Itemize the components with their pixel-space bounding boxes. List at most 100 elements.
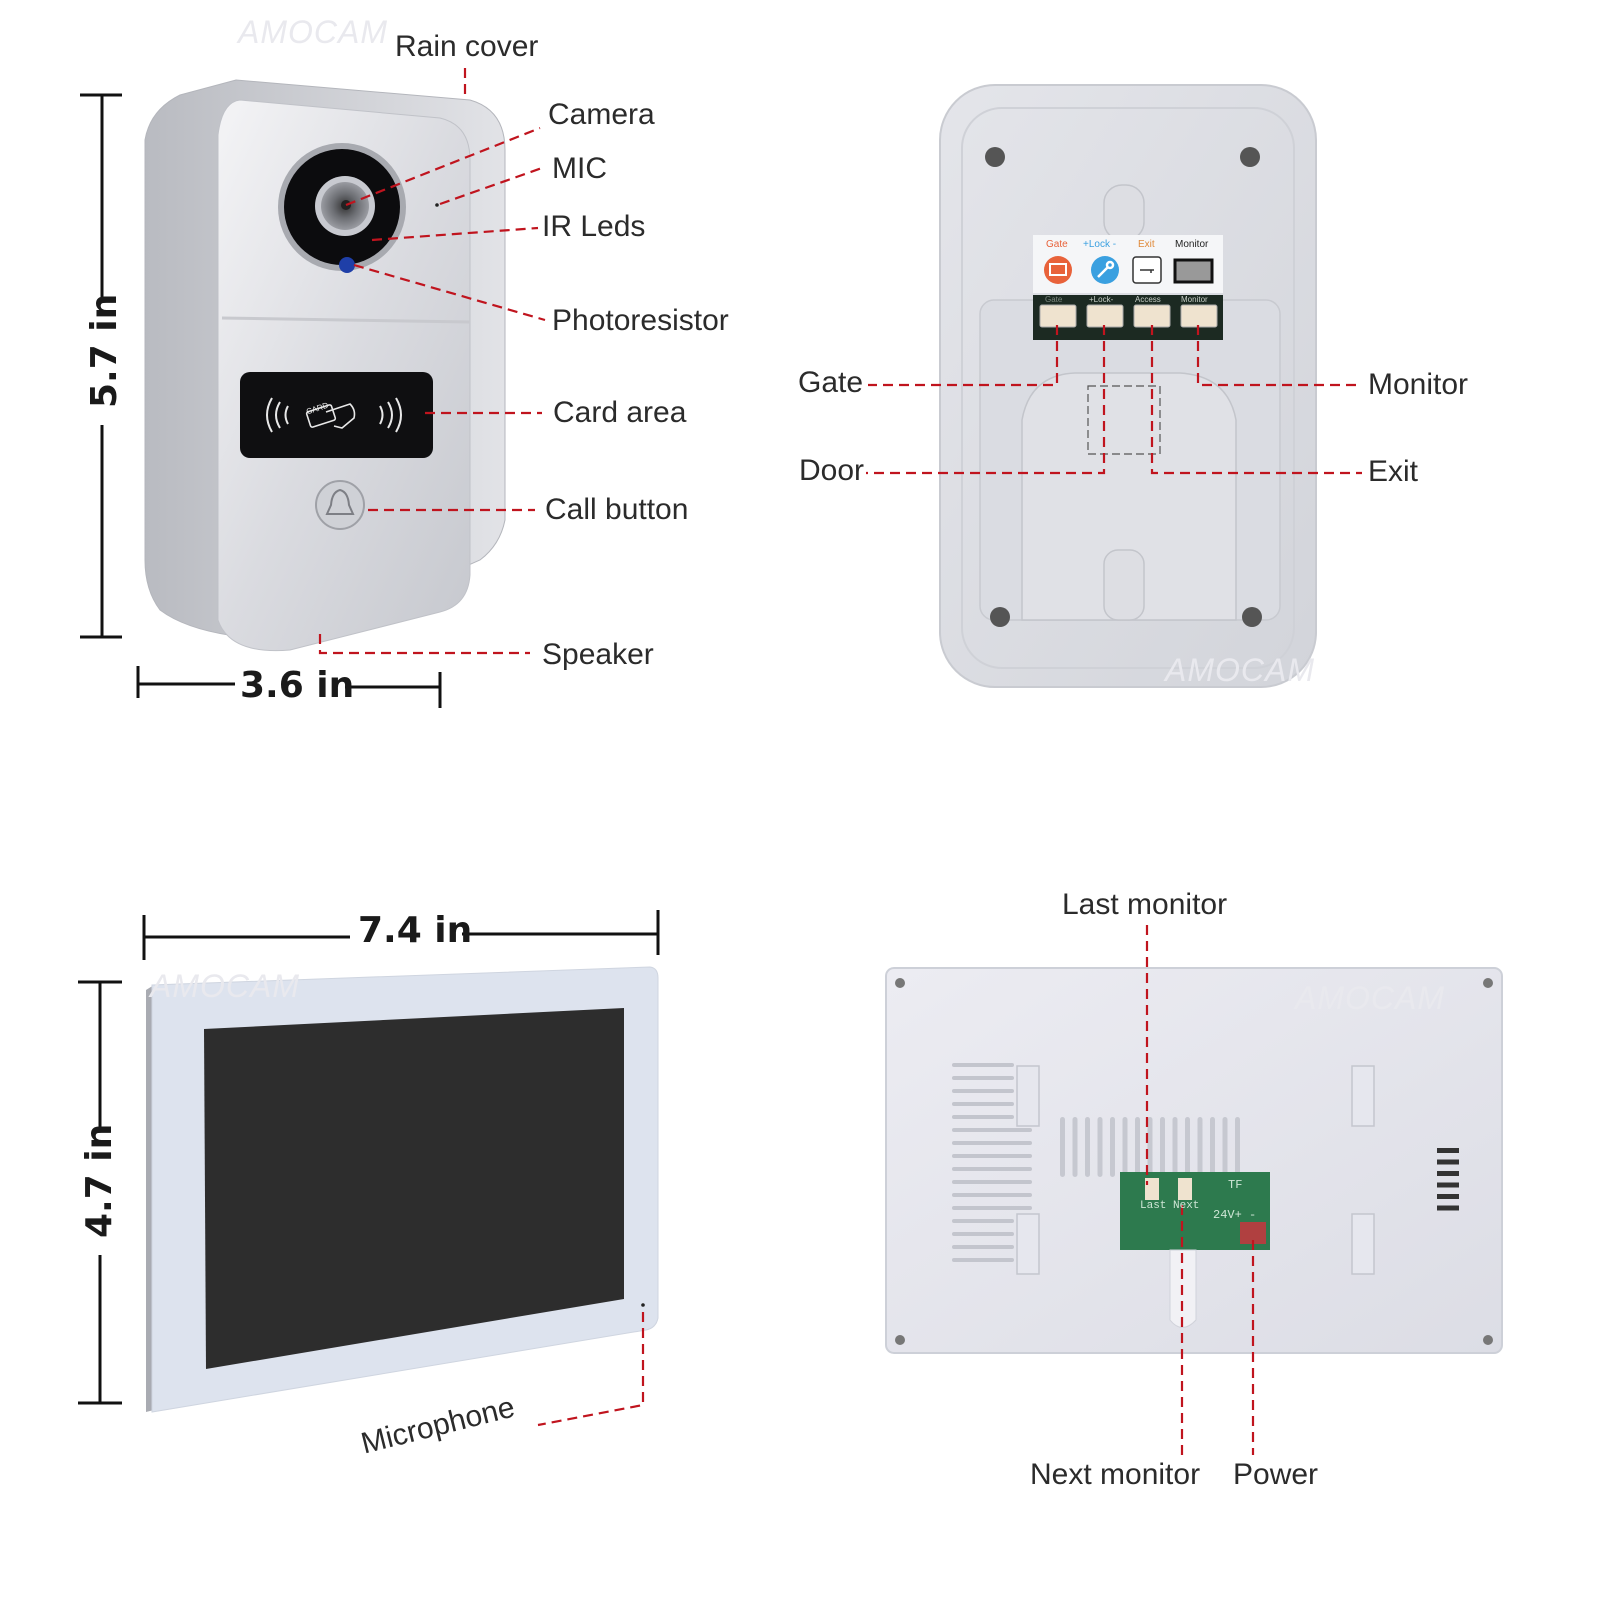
vent-slot xyxy=(952,1167,1032,1171)
dimension-height-doorbell: 5.7 in xyxy=(84,293,125,408)
leader-ir-leds xyxy=(371,226,539,242)
leader-monitor xyxy=(1196,325,1362,387)
mount-clips xyxy=(1016,1065,1375,1275)
connector-access xyxy=(1133,304,1171,328)
monitor-back-shell xyxy=(885,967,1503,1354)
vent-slot xyxy=(1147,1117,1153,1177)
vent-slot xyxy=(1185,1117,1190,1177)
leader-speaker xyxy=(318,634,530,655)
dimension-width-monitor: 7.4 in xyxy=(358,910,473,951)
vent-slot xyxy=(952,1141,1032,1145)
watermark: AMOCAM xyxy=(1295,980,1445,1016)
vent-slot xyxy=(1210,1117,1215,1177)
vent-slot xyxy=(952,1076,1014,1080)
connector-monitor xyxy=(1180,304,1218,328)
connector-gate xyxy=(1039,304,1077,328)
center-vent-slots xyxy=(1060,1117,1240,1177)
microphone-hole xyxy=(641,1303,645,1307)
vent-slot xyxy=(952,1115,1014,1119)
vent-slot xyxy=(952,1089,1014,1093)
vent-slot xyxy=(1222,1117,1228,1177)
connector-next xyxy=(1178,1178,1192,1200)
screw-icon xyxy=(1240,147,1260,167)
leader-door xyxy=(866,325,1106,475)
screw-icon xyxy=(1242,607,1262,627)
doorbell-front-illustration xyxy=(144,79,506,652)
gate-icon xyxy=(1044,256,1072,284)
legend-gate: Gate xyxy=(1046,239,1068,250)
connector-lock xyxy=(1086,304,1124,328)
doorbell-back-illustration xyxy=(939,84,1317,688)
pcb-label-monitor: Monitor xyxy=(1181,295,1208,304)
label-gate: Gate xyxy=(798,366,864,399)
terminal-connectors xyxy=(1039,304,1218,328)
dimension-height-monitor: 4.7 in xyxy=(79,1123,120,1238)
vent-slot xyxy=(952,1245,1014,1249)
leader-mic xyxy=(439,166,543,206)
monitor-icon xyxy=(1173,258,1214,284)
pcb-text-next: Next xyxy=(1173,1200,1200,1212)
label-power: Power xyxy=(1233,1458,1319,1491)
vent-slot xyxy=(952,1258,1014,1262)
leader-microphone xyxy=(537,1312,645,1427)
speaker-slot xyxy=(1437,1182,1459,1188)
bell-icon xyxy=(325,488,355,515)
pcb-text-last: Last xyxy=(1140,1200,1167,1212)
call-button xyxy=(315,480,365,530)
dimension-width-doorbell: 3.6 in xyxy=(240,665,355,706)
vent-slot xyxy=(952,1154,1032,1158)
watermark: AMOCAM xyxy=(150,968,300,1004)
label-rain-cover: Rain cover xyxy=(395,30,539,63)
vent-slot xyxy=(952,1193,1032,1197)
pcb-text-tf: TF xyxy=(1228,1178,1243,1192)
rfid-waves-icon xyxy=(266,397,402,433)
label-ir-leds: IR Leds xyxy=(542,210,646,243)
label-monitor: Monitor xyxy=(1368,368,1469,401)
vent-slot xyxy=(1060,1117,1065,1177)
leader-gate xyxy=(868,325,1059,387)
monitor-front-illustration xyxy=(146,966,659,1413)
card-reader-panel xyxy=(240,372,433,458)
legend-lock: +Lock - xyxy=(1083,239,1117,250)
speaker-slot xyxy=(1437,1148,1459,1153)
monitor-screen xyxy=(204,1008,624,1369)
label-mic: MIC xyxy=(552,152,607,185)
left-vent-slots xyxy=(952,1063,1032,1262)
knockout-square xyxy=(1087,385,1161,455)
label-card-area: Card area xyxy=(553,396,687,429)
mic-hole xyxy=(435,203,439,207)
vent-slot xyxy=(1172,1117,1178,1177)
label-call-button: Call button xyxy=(545,493,689,526)
mount-tongue xyxy=(1021,372,1237,621)
legend-monitor: Monitor xyxy=(1175,239,1209,250)
vent-slot xyxy=(1085,1117,1090,1177)
speaker-slot xyxy=(1437,1194,1459,1199)
vent-slot xyxy=(1197,1117,1203,1177)
speaker-grille xyxy=(1437,1148,1459,1211)
leader-exit xyxy=(1150,325,1362,475)
speaker-slot xyxy=(1437,1205,1459,1211)
cable-slot-top xyxy=(1103,184,1145,241)
vent-slot xyxy=(1122,1117,1128,1177)
screw-icon xyxy=(895,978,905,988)
label-next-monitor: Next monitor xyxy=(1030,1458,1201,1491)
speaker-slot xyxy=(1437,1159,1459,1165)
screw-icon xyxy=(990,607,1010,627)
screw-icon xyxy=(1483,978,1493,988)
vent-slot xyxy=(1160,1117,1165,1177)
card-hand-icon xyxy=(305,403,356,429)
vent-slot xyxy=(952,1206,1032,1210)
cable-slot-bottom xyxy=(1103,549,1145,621)
vent-slot xyxy=(952,1128,1032,1132)
leader-lines xyxy=(318,68,1362,1455)
vent-slot xyxy=(1135,1117,1140,1177)
pcb-label-gate: Gate xyxy=(1045,295,1063,304)
pcb-label-access: Access xyxy=(1135,295,1161,304)
speaker-slot xyxy=(1437,1171,1459,1176)
leader-photoresistor xyxy=(353,263,546,322)
vent-slot xyxy=(1235,1117,1240,1177)
vent-slot xyxy=(952,1063,1014,1067)
screw-icon xyxy=(895,1335,905,1345)
monitor-back-illustration xyxy=(885,967,1503,1354)
